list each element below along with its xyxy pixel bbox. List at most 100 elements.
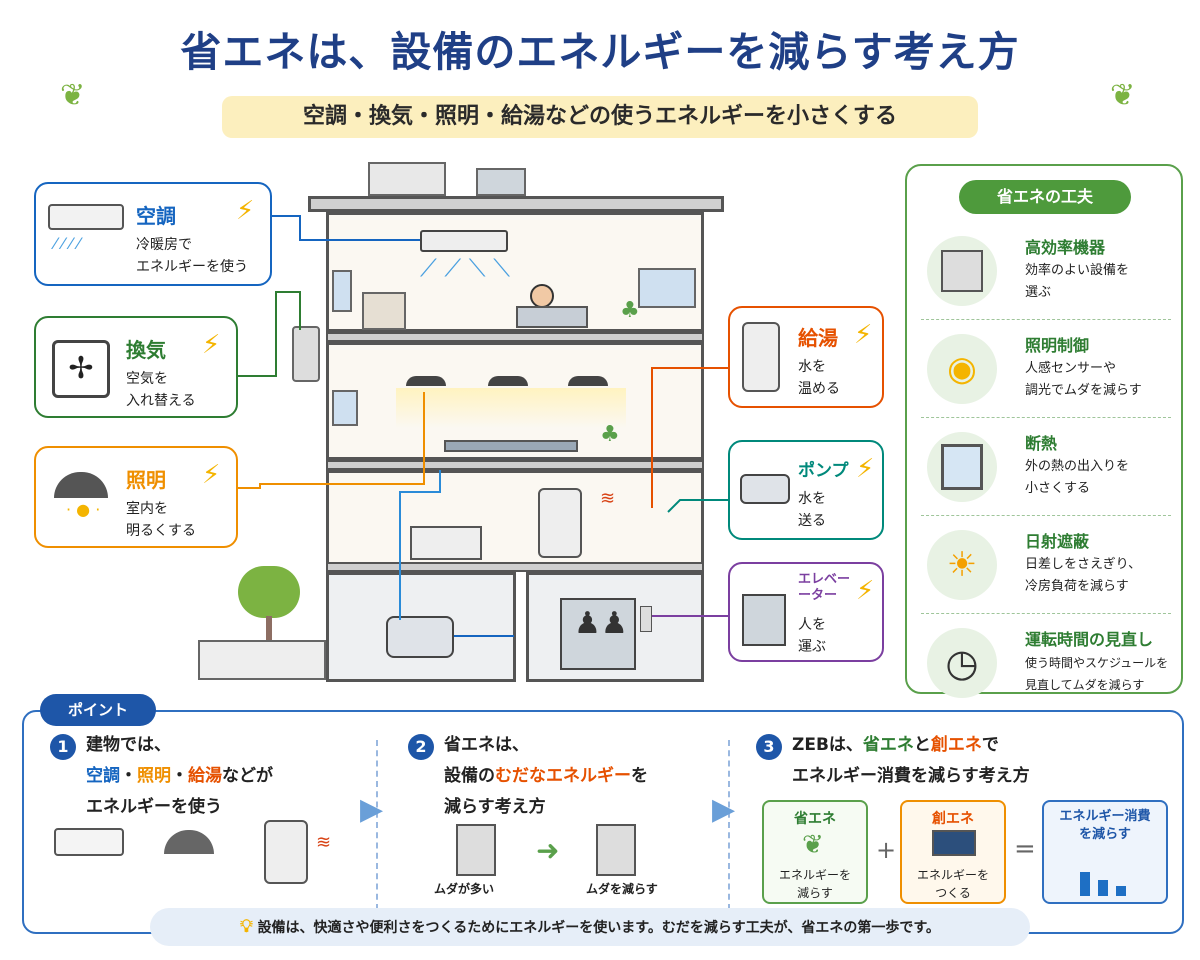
arrow-right-icon: ▶ bbox=[360, 792, 384, 827]
panel-header: 省エネの工夫 bbox=[959, 180, 1131, 214]
footer-note: 💡︎ 設備は、快適さや便利さをつくるためにエネルギーを使います。むだを減らす工夫… bbox=[150, 908, 1030, 946]
keyword: 創エネ bbox=[930, 735, 982, 755]
lightning-icon: ⚡ bbox=[856, 454, 875, 484]
rooftop-equipment bbox=[476, 168, 526, 196]
arrow-right-icon: ➜ bbox=[536, 834, 560, 867]
panel-item-desc: 効率のよい設備を 選ぶ bbox=[1025, 263, 1130, 300]
box-title: 創エネ bbox=[932, 811, 974, 827]
point-1-text: 建物では、 空調・照明・給湯などが エネルギーを使う bbox=[86, 730, 273, 823]
lamp-icon bbox=[164, 830, 214, 854]
lightning-icon: ⚡ bbox=[202, 460, 221, 490]
arrow-right-icon: ▶ bbox=[712, 792, 736, 827]
lamp-icon bbox=[54, 472, 108, 498]
zeb-create-box: 創エネ エネルギーを つくる bbox=[900, 800, 1006, 904]
building-icon bbox=[596, 824, 636, 876]
meeting-table bbox=[444, 440, 578, 452]
heat-icon: ≋ bbox=[600, 488, 616, 509]
water-heater-icon bbox=[742, 322, 780, 392]
bar-icon bbox=[1116, 886, 1126, 896]
efficient-equipment-icon bbox=[927, 236, 997, 306]
insulated-window-icon bbox=[927, 432, 997, 502]
pendant-lamp bbox=[406, 376, 446, 386]
panel-item-title: 高効率機器 bbox=[1025, 238, 1106, 257]
points-section: ポイント 1 建物では、 空調・照明・給湯などが エネルギーを使う ≋ ▶ 2 … bbox=[22, 694, 1184, 934]
card-desc: 人を 運ぶ bbox=[798, 617, 826, 655]
sink-counter bbox=[410, 526, 482, 560]
panel-item-title: 照明制御 bbox=[1025, 336, 1090, 355]
keyword: むだなエネルギー bbox=[495, 766, 631, 786]
point-3-line2: エネルギー消費を減らす考え方 bbox=[792, 766, 1030, 786]
point-1-line3: エネルギーを使う bbox=[86, 797, 222, 817]
pendant-lamp bbox=[488, 376, 528, 386]
slab-4 bbox=[326, 562, 704, 572]
heat-icon: ≋ bbox=[316, 832, 332, 853]
zeb-result-box: エネルギー消費 を減らす bbox=[1042, 800, 1168, 904]
card-title: ポンプ bbox=[798, 461, 849, 481]
panel-item-desc: 外の熱の出入りを 小さくする bbox=[1025, 459, 1130, 496]
point-number: 3 bbox=[756, 734, 782, 760]
text: を bbox=[631, 766, 648, 786]
point-2-line2: 設備のむだなエネルギーを bbox=[444, 761, 648, 792]
keyword: 給湯 bbox=[188, 766, 222, 786]
equals-sign: = bbox=[1014, 834, 1036, 864]
panel-item-desc: 使う時間やスケジュールを 見直してムダを減らす bbox=[1025, 656, 1169, 692]
box-title: エネルギー消費 を減らす bbox=[1059, 809, 1151, 842]
footer-text: 設備は、快適さや便利さをつくるためにエネルギーを使います。むだを減らす工夫が、省… bbox=[257, 920, 940, 936]
fan-icon: ✢ bbox=[52, 340, 110, 398]
solar-panel-icon bbox=[932, 830, 976, 856]
panel-item: ◉ 照明制御 人感センサーや 調光でムダを減らす bbox=[921, 322, 1171, 418]
card-air-conditioning: ⁄ ⁄ ⁄ ⁄ 空調 ⚡ 冷暖房で エネルギーを使う bbox=[34, 182, 272, 286]
text: と bbox=[913, 735, 931, 755]
light-bulb-icon: ◉ bbox=[927, 334, 997, 404]
point-1-line1: 建物では、 bbox=[86, 735, 171, 755]
card-lighting: · ● · 照明 ⚡ 室内を 明るくする bbox=[34, 446, 238, 548]
card-desc: 水を 送る bbox=[798, 491, 826, 529]
box-desc: エネルギーを つくる bbox=[916, 868, 989, 900]
panel-item-title: 運転時間の見直し bbox=[1025, 630, 1154, 649]
card-pump: ポンプ ⚡ 水を 送る bbox=[728, 440, 884, 540]
keyword: 照明 bbox=[137, 766, 171, 786]
pendant-lamp bbox=[568, 376, 608, 386]
panel-item: 断熱 外の熱の出入りを 小さくする bbox=[921, 420, 1171, 516]
points-tag: ポイント bbox=[40, 694, 156, 726]
water-heater-icon bbox=[264, 820, 308, 884]
bar-icon bbox=[1098, 880, 1108, 896]
text: 設備の bbox=[444, 766, 495, 786]
before-label: ムダが多い bbox=[434, 882, 495, 896]
plant-icon: ♣ bbox=[620, 298, 640, 323]
point-2-line3: 減らす考え方 bbox=[444, 797, 546, 817]
tail: などが bbox=[222, 766, 273, 786]
subtitle-banner: 空調・換気・照明・給湯などの使うエネルギーを小さくする bbox=[222, 96, 978, 138]
lightning-icon: ⚡ bbox=[854, 320, 873, 350]
point-2-text: 省エネは、 設備のむだなエネルギーを 減らす考え方 bbox=[444, 730, 648, 823]
page-title: 省エネは、設備のエネルギーを減らす考え方 bbox=[180, 28, 1020, 76]
panel-item-title: 断熱 bbox=[1025, 434, 1058, 453]
panel-item: ☀ 日射遮蔽 日差しをさえぎり、 冷房負荷を減らす bbox=[921, 518, 1171, 614]
leaf-right-icon: ❦ bbox=[1110, 78, 1136, 113]
leaf-left-icon: ❦ bbox=[60, 78, 86, 113]
elevator-icon bbox=[742, 594, 786, 646]
light-rays-icon: · ● · bbox=[66, 500, 101, 519]
water-heater bbox=[538, 488, 582, 558]
rooftop-unit bbox=[368, 162, 446, 196]
panel-item-desc: 日差しをさえぎり、 冷房負荷を減らす bbox=[1025, 557, 1142, 594]
card-desc: 水を 温める bbox=[798, 359, 840, 397]
plus-sign: + bbox=[876, 836, 897, 864]
lightning-icon: ⚡ bbox=[236, 196, 255, 226]
window bbox=[638, 268, 696, 308]
zeb-save-box: 省エネ ❦ エネルギーを 減らす bbox=[762, 800, 868, 904]
equipment-shape bbox=[941, 250, 983, 292]
ventilation-duct bbox=[292, 326, 320, 382]
sprout-icon: ❦ bbox=[802, 830, 824, 860]
panel-item-title: 日射遮蔽 bbox=[1025, 532, 1090, 551]
card-title: エレベー ーター bbox=[798, 572, 851, 603]
point-3-text: ZEBは、省エネと創エネで エネルギー消費を減らす考え方 bbox=[792, 730, 1030, 792]
card-title: 空調 bbox=[136, 204, 176, 228]
separator: ・ bbox=[120, 766, 137, 786]
window bbox=[332, 390, 358, 426]
energy-saving-panel: 省エネの工夫 高効率機器 効率のよい設備を 選ぶ ◉ 照明制御 人感センサーや … bbox=[905, 164, 1183, 698]
light-glow bbox=[396, 388, 626, 428]
floor-kitchen bbox=[326, 470, 704, 570]
text: で bbox=[981, 735, 999, 755]
card-hot-water: 給湯 ⚡ 水を 温める bbox=[728, 306, 884, 408]
